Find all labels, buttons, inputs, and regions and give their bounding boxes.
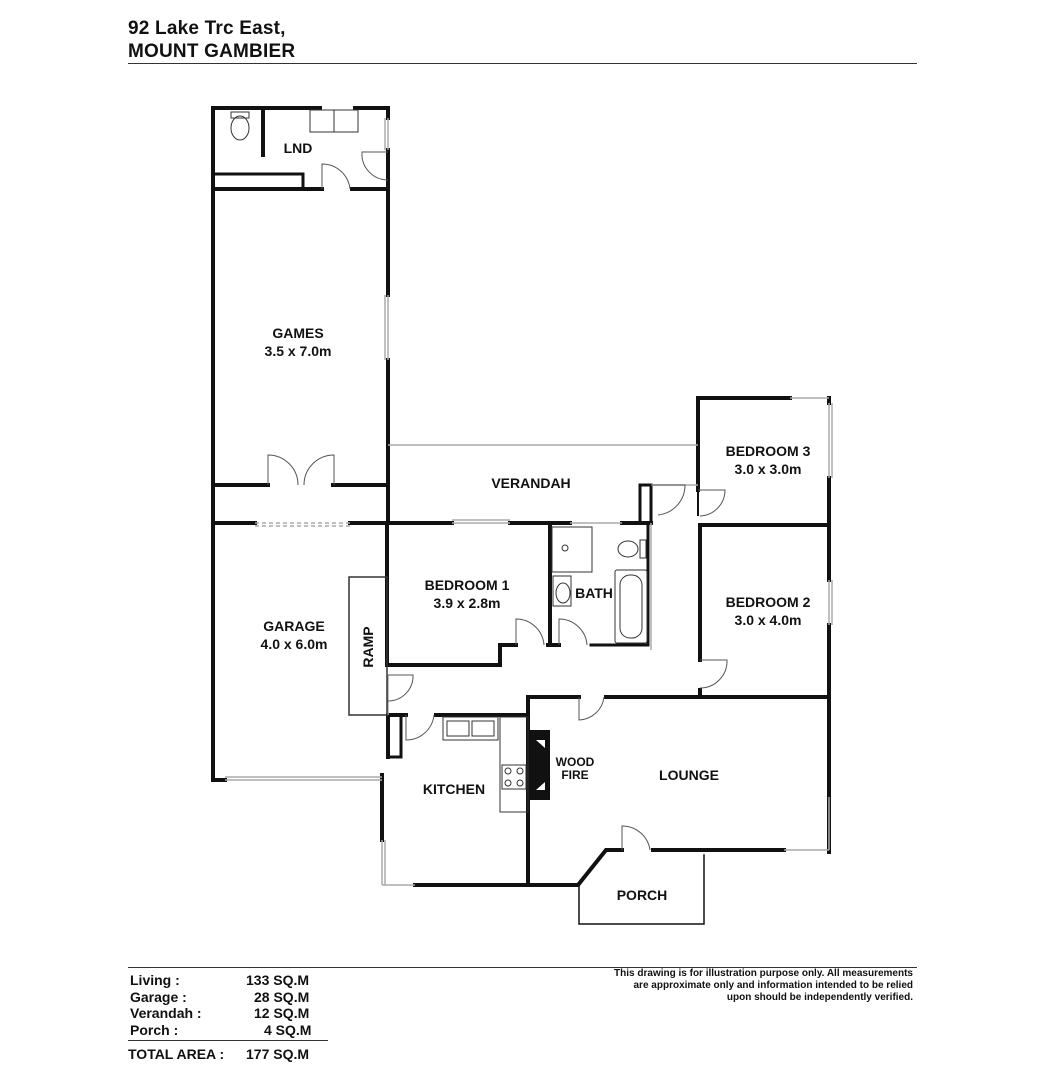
basin-icon xyxy=(555,582,571,604)
ramp-outline xyxy=(348,576,388,716)
windows xyxy=(225,118,833,886)
room-label-garage: GARAGE xyxy=(263,618,324,634)
room-label-games: GAMES xyxy=(272,325,323,341)
area-value-porch: 4 SQ.M xyxy=(264,1022,312,1038)
vanity-icon xyxy=(551,526,593,573)
room-label-porch: PORCH xyxy=(617,887,668,903)
area-label-garage: Garage : xyxy=(130,989,187,1005)
area-label-verandah: Verandah : xyxy=(130,1005,202,1021)
room-label-bedroom1: BEDROOM 1 xyxy=(425,577,510,593)
room-label-bath: BATH xyxy=(575,585,613,601)
room-size-bedroom2: 3.0 x 4.0m xyxy=(735,612,802,628)
disclaimer: This drawing is for illustration purpose… xyxy=(573,968,913,1004)
area-value-living: 133 SQ.M xyxy=(246,972,310,988)
total-area-value: 177 SQ.M xyxy=(246,1046,310,1062)
kitchen-bench xyxy=(499,716,529,813)
wood-fire-icon xyxy=(530,730,550,800)
disclaimer-line-2: are approximate only and information int… xyxy=(633,980,914,991)
fixtures xyxy=(230,109,648,813)
total-area-label: TOTAL AREA : xyxy=(128,1046,225,1062)
walls xyxy=(211,106,831,925)
header-divider xyxy=(128,63,917,64)
room-size-bedroom3: 3.0 x 3.0m xyxy=(735,461,802,477)
room-label-kitchen: KITCHEN xyxy=(423,781,485,797)
room-label-bedroom2: BEDROOM 2 xyxy=(726,594,811,610)
footer-divider xyxy=(128,967,917,968)
address-line-2: MOUNT GAMBIER xyxy=(128,41,296,62)
area-value-verandah: 12 SQ.M xyxy=(254,1005,310,1021)
toilet-icon xyxy=(230,115,250,141)
bathtub-icon xyxy=(614,569,648,644)
room-label-verandah: VERANDAH xyxy=(491,475,570,491)
total-divider xyxy=(128,1040,328,1041)
room-size-games: 3.5 x 7.0m xyxy=(265,343,332,359)
area-label-living: Living : xyxy=(130,972,180,988)
toilet-icon xyxy=(617,540,639,558)
disclaimer-line-1: This drawing is for illustration purpose… xyxy=(614,968,913,979)
wood-fire-label-line1: WOOD xyxy=(556,755,595,769)
kitchen-sink-icon xyxy=(442,716,499,741)
room-size-garage: 4.0 x 6.0m xyxy=(261,636,328,652)
room-label-lounge: LOUNGE xyxy=(659,767,719,783)
address-line-1: 92 Lake Trc East, xyxy=(128,18,286,39)
room-size-bedroom1: 3.9 x 2.8m xyxy=(434,595,501,611)
area-value-garage: 28 SQ.M xyxy=(254,989,310,1005)
wood-fire-label-line2: FIRE xyxy=(561,768,588,782)
room-label-bedroom3: BEDROOM 3 xyxy=(726,443,811,459)
area-label-porch: Porch : xyxy=(130,1022,179,1038)
cooktop-icon xyxy=(501,764,527,790)
door-swings xyxy=(267,151,728,851)
disclaimer-line-3: upon should be independently verified. xyxy=(726,992,913,1003)
room-label-ramp: RAMP xyxy=(360,626,376,667)
room-label-lnd: LND xyxy=(284,140,313,156)
